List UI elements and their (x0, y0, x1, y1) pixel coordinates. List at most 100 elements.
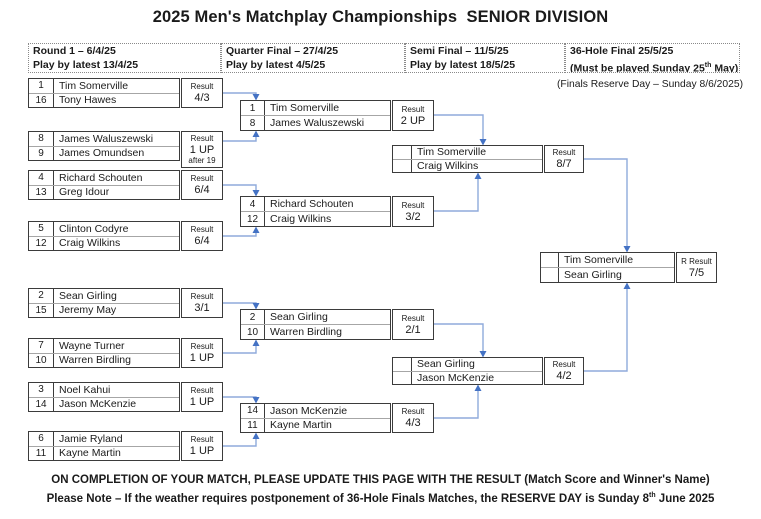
connector-arrowhead (474, 384, 482, 391)
player-name: Craig Wilkins (59, 237, 121, 250)
column-header-final: 36-Hole Final 25/5/25 (Must be played Su… (565, 43, 740, 73)
column-header-line1: 36-Hole Final 25/5/25 (570, 45, 674, 57)
connector-arrowhead (474, 172, 482, 179)
player-seed: 2 (29, 289, 54, 303)
player-row: Sean Girling (541, 267, 674, 282)
player-name: Richard Schouten (270, 198, 354, 210)
player-seed: 4 (241, 197, 265, 211)
player-row: 11 Kayne Martin (241, 417, 390, 432)
result-label: Result (190, 386, 214, 395)
player-seed: 8 (241, 116, 265, 130)
player-row: 4 Richard Schouten (29, 171, 179, 185)
player-name: Sean Girling (417, 358, 475, 371)
player-seed: 3 (29, 383, 54, 397)
result-value: 4/3 (194, 92, 210, 104)
player-row: 11 Kayne Martin (29, 445, 179, 460)
connector-arrowhead (252, 226, 260, 233)
player-name: Kayne Martin (270, 419, 332, 432)
player-seed: 2 (241, 310, 265, 324)
players-box: 4 Richard Schouten 13 Greg Idour (28, 170, 180, 200)
page-title: 2025 Men's Matchplay Championships SENIO… (152, 8, 609, 26)
player-name: Greg Idour (59, 186, 110, 199)
result-value: 1 UP (189, 396, 215, 408)
result-value: 2 UP (400, 114, 426, 127)
column-header-line1: Quarter Final – 27/4/25 (226, 45, 339, 57)
connector-line (583, 287, 628, 372)
player-name: Clinton Codyre (59, 222, 129, 235)
result-label: R Result (681, 256, 712, 266)
connector-line (433, 114, 484, 141)
result-value: 3/1 (194, 302, 210, 314)
result-value: 8/7 (556, 158, 572, 170)
connector-line (433, 323, 484, 353)
connector-line (583, 158, 628, 248)
player-name: Wayne Turner (59, 339, 125, 352)
result-label: Result (552, 360, 576, 369)
player-seed: 9 (29, 146, 54, 160)
player-name: Jason McKenzie (417, 371, 495, 384)
player-name: Sean Girling (270, 311, 328, 323)
player-name: Warren Birdling (59, 354, 131, 367)
player-row: 13 Greg Idour (29, 184, 179, 199)
connector-line (223, 184, 257, 192)
result-value: 1 UP (189, 144, 215, 156)
player-name: Sean Girling (564, 269, 622, 281)
player-seed: 13 (29, 185, 54, 199)
player-name: Jeremy May (59, 304, 117, 317)
player-name: Sean Girling (59, 289, 117, 302)
player-name: Tim Somerville (59, 79, 129, 92)
connector-line (223, 302, 257, 305)
player-seed: 4 (29, 171, 54, 185)
result-label: Result (552, 148, 576, 157)
result-label: Result (190, 174, 214, 183)
player-row: Tim Somerville (393, 146, 542, 159)
player-name: Noel Kahui (59, 383, 111, 396)
player-seed: 15 (29, 303, 54, 317)
player-seed: 14 (241, 404, 265, 418)
column-header-quarter-final: Quarter Final – 27/4/25 Play by latest 4… (221, 43, 405, 73)
player-seed: 1 (29, 79, 54, 93)
result-label: Result (401, 313, 425, 323)
player-name: Warren Birdling (270, 326, 342, 338)
player-row: Jason McKenzie (393, 370, 542, 384)
connector-line (223, 437, 257, 447)
player-name: Jason McKenzie (59, 398, 137, 411)
player-seed (393, 146, 412, 159)
player-name: Craig Wilkins (417, 159, 479, 172)
column-header-line2: Play by latest 18/5/25 (410, 58, 516, 71)
players-box: 2 Sean Girling 15 Jeremy May (28, 288, 180, 318)
player-row: 2 Sean Girling (29, 289, 179, 303)
player-row: 3 Noel Kahui (29, 383, 179, 397)
player-row: 15 Jeremy May (29, 302, 179, 317)
player-seed: 11 (29, 446, 54, 460)
player-name: Richard Schouten (59, 171, 143, 184)
player-seed (393, 358, 412, 371)
result-label: Result (190, 342, 214, 351)
result-label: Result (401, 407, 425, 416)
player-row: 1 Tim Somerville (29, 79, 179, 93)
player-name: Kayne Martin (59, 447, 121, 460)
player-seed: 11 (241, 418, 265, 432)
player-row: 4 Richard Schouten (241, 197, 390, 211)
